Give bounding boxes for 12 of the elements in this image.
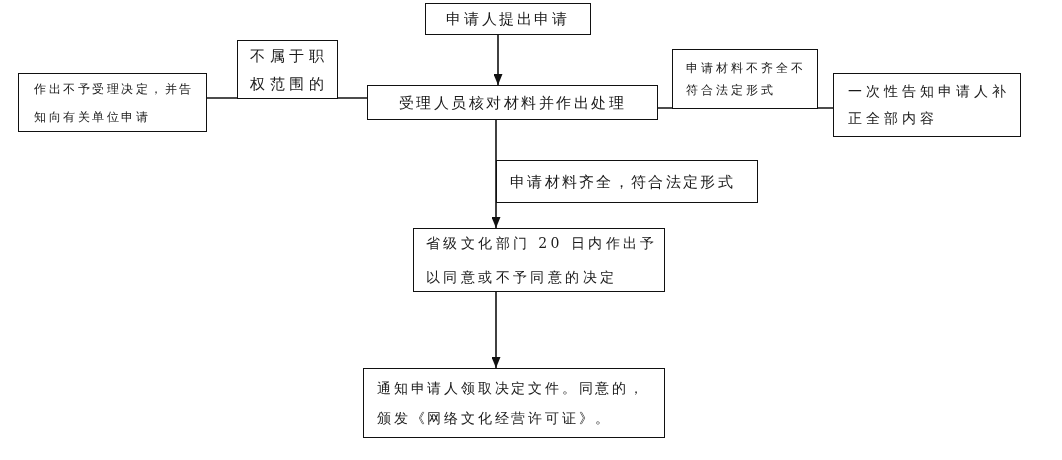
arrow (491, 119, 501, 229)
arrow (493, 34, 503, 86)
process-box: 受理人员核对材料并作出处理 (367, 85, 658, 120)
process-box: 申请人提出申请 (425, 3, 591, 35)
process-box: 作出不予受理决定，并告知向有关单位申请 (18, 73, 207, 132)
edge-label: 申请材料齐全，符合法定形式 (496, 160, 758, 203)
process-box: 省级文化部门 20 日内作出予以同意或不予同意的决定 (413, 228, 665, 292)
arrow (491, 291, 501, 369)
edge-label: 申请材料不齐全不符合法定形式 (672, 49, 818, 109)
process-box: 通知申请人领取决定文件。同意的，颁发《网络文化经营许可证》。 (363, 368, 665, 438)
process-box: 一次性告知申请人补正全部内容 (833, 73, 1021, 137)
edge-label: 不属于职权范围的 (237, 40, 338, 99)
